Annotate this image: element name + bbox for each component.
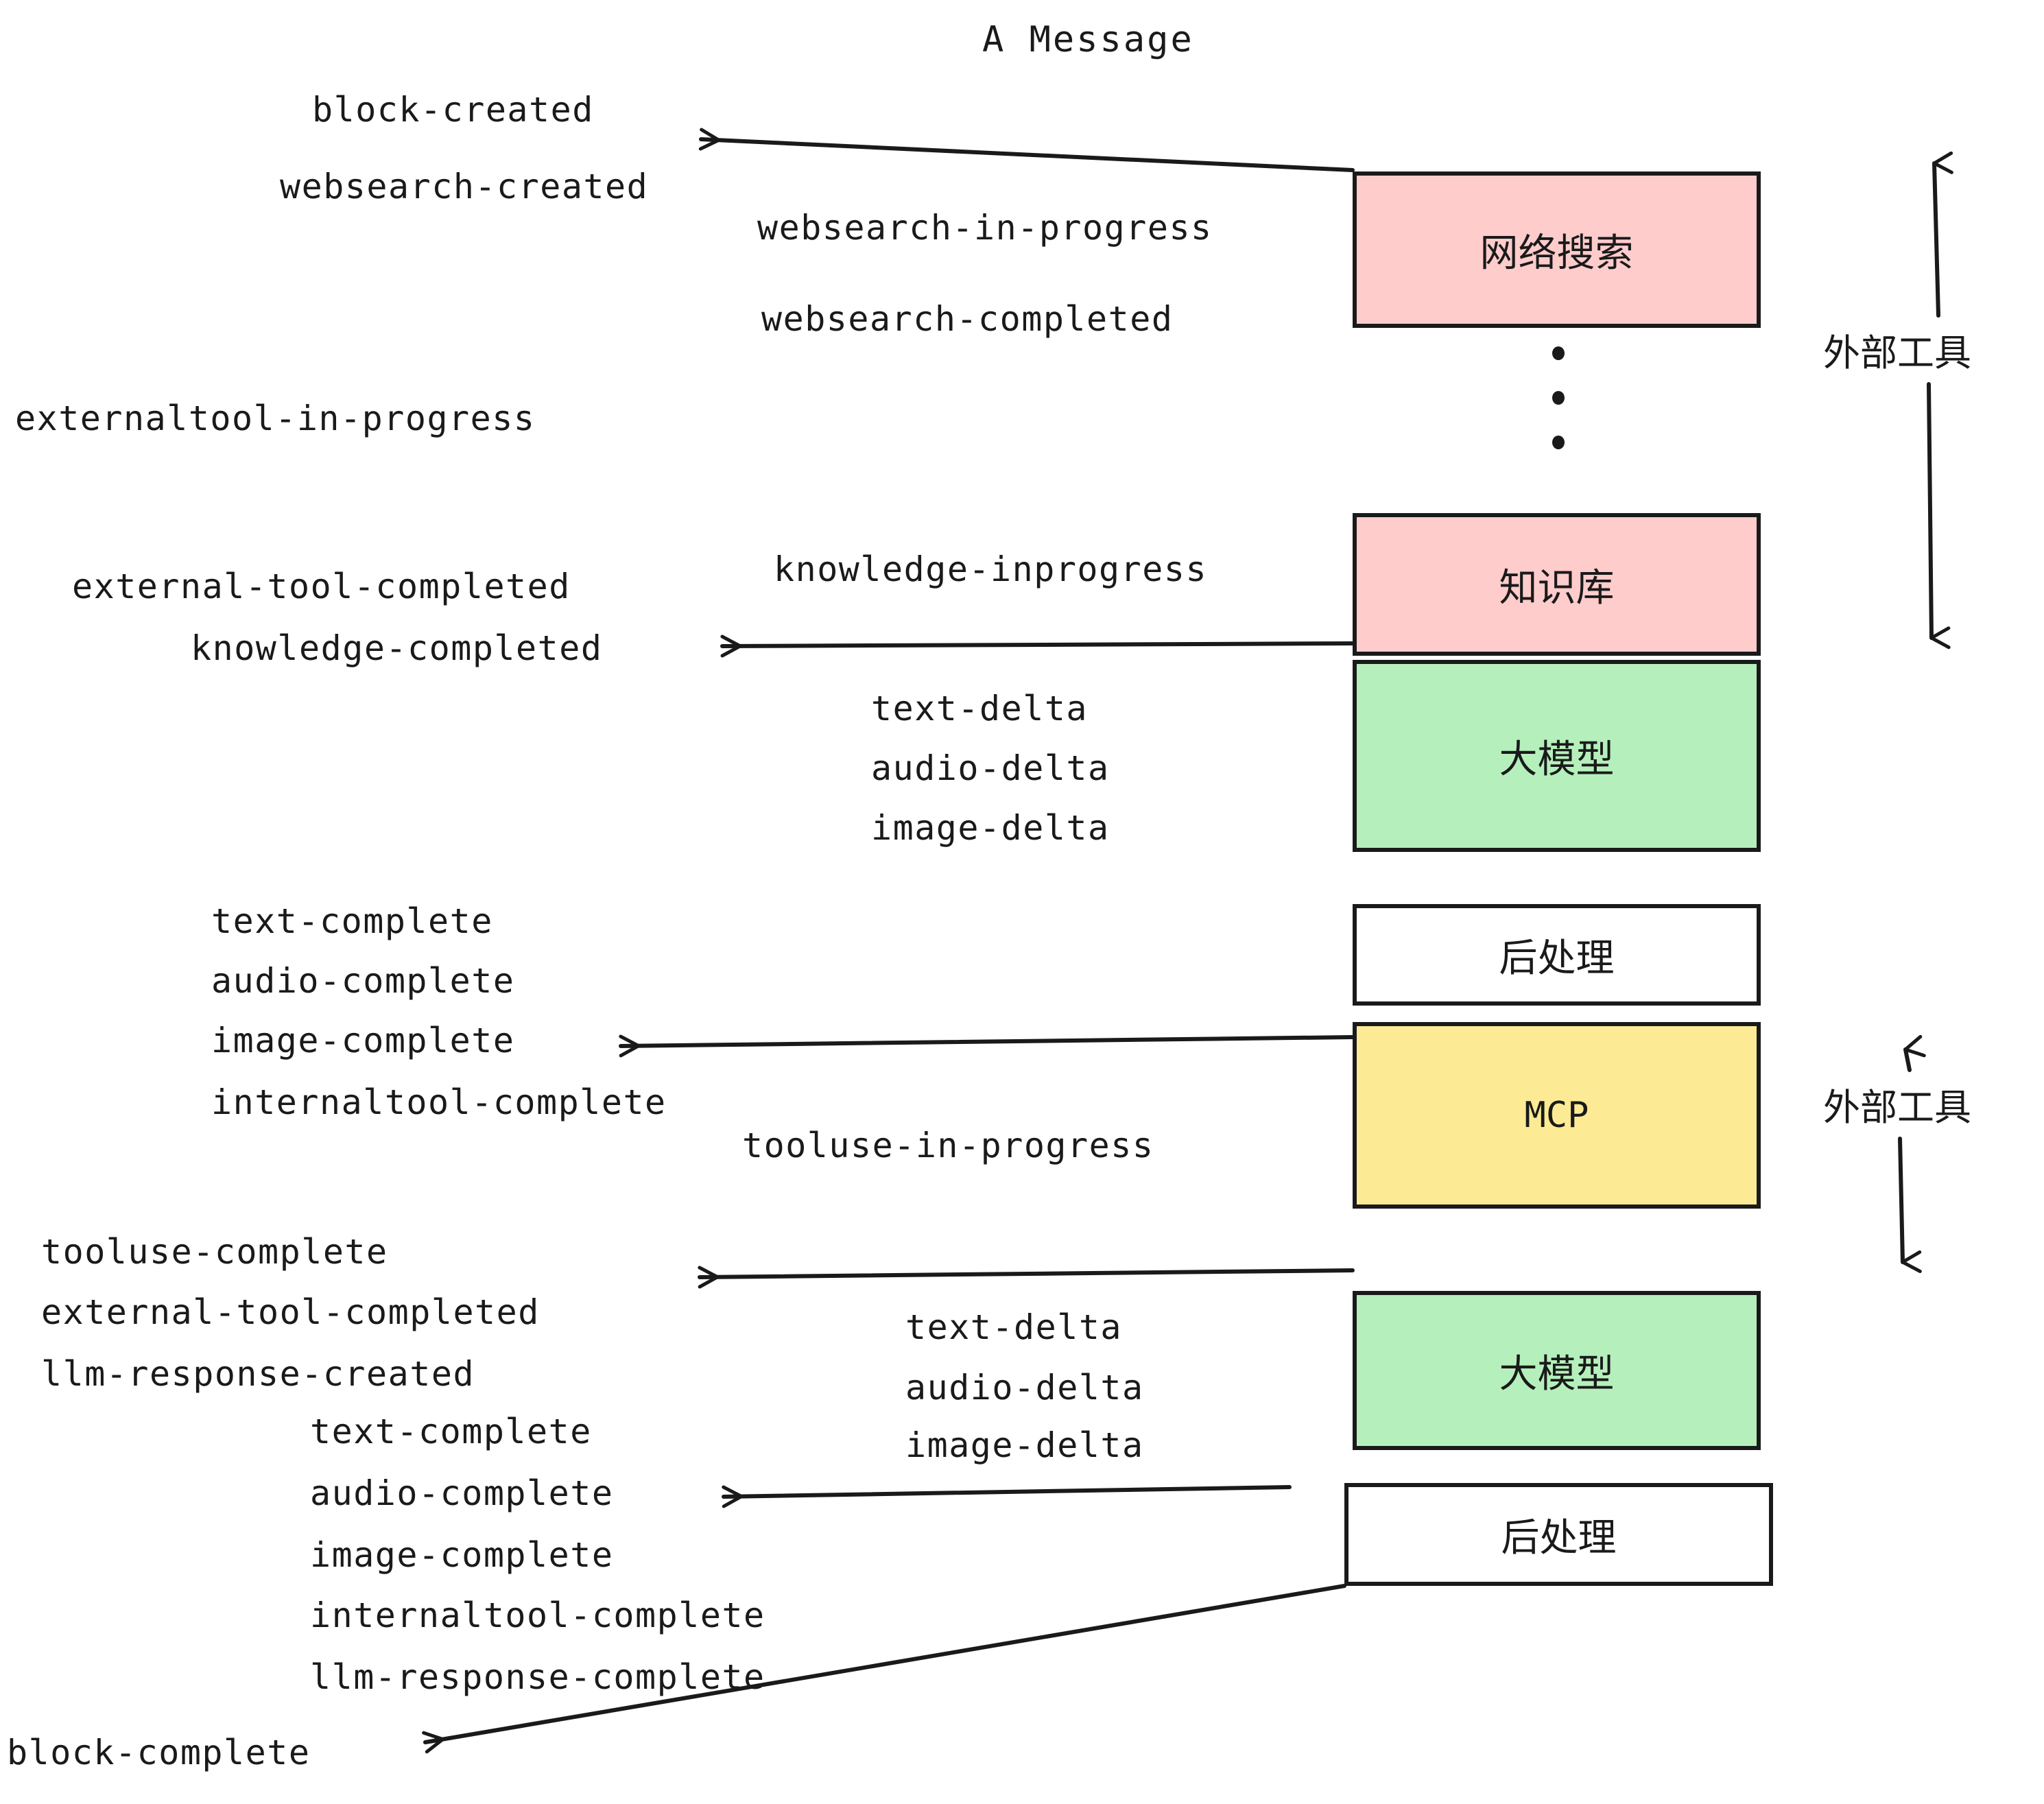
event-label-block-created: block-created: [312, 90, 594, 130]
event-label-image-complete-2: image-complete: [310, 1535, 614, 1575]
event-label-image-delta-2: image-delta: [905, 1425, 1144, 1465]
event-label-knowledge-completed: knowledge-completed: [191, 628, 603, 668]
event-label-internaltool-complete-1: internaltool-complete: [211, 1082, 667, 1122]
node-box-postprocess-1: 后处理: [1353, 904, 1761, 1006]
event-label-audio-delta-1: audio-delta: [871, 748, 1110, 788]
arrow-image-complete: [619, 1034, 1355, 1058]
event-label-text-delta-1: text-delta: [871, 689, 1089, 728]
node-box-mcp: MCP: [1353, 1022, 1761, 1209]
node-box-label: 后处理: [1499, 936, 1615, 981]
event-label-websearch-in-progress: websearch-in-progress: [757, 208, 1213, 248]
event-label-text-complete-2: text-complete: [310, 1412, 592, 1451]
external-tools-bottom-up-arrow: [1903, 1034, 1926, 1072]
node-box-label: 网络搜索: [1479, 230, 1634, 276]
external-tools-top-up-arrow: [1932, 151, 1953, 318]
node-box-label: 后处理: [1501, 1515, 1617, 1560]
event-label-audio-complete-1: audio-complete: [211, 961, 515, 1001]
ellipsis-dot: [1552, 436, 1565, 449]
event-label-knowledge-inprogress: knowledge-inprogress: [774, 549, 1208, 589]
event-label-audio-delta-2: audio-delta: [905, 1368, 1144, 1408]
event-label-text-delta-2: text-delta: [905, 1307, 1123, 1347]
node-box-knowledge: 知识库: [1353, 513, 1761, 656]
event-label-external-tool-completed-1: external-tool-completed: [72, 567, 571, 606]
node-box-websearch: 网络搜索: [1353, 171, 1761, 328]
event-label-tooluse-in-progress: tooluse-in-progress: [742, 1126, 1154, 1165]
node-box-label: 大模型: [1499, 737, 1615, 782]
side-label-external-tools-top: 外部工具: [1823, 331, 1971, 375]
event-label-internaltool-complete-2: internaltool-complete: [310, 1595, 765, 1635]
diagram-title: A Message: [982, 19, 1194, 60]
event-label-websearch-created: websearch-created: [280, 167, 649, 206]
event-label-externaltool-in-progress: externaltool-in-progress: [15, 399, 536, 438]
event-label-image-complete-1: image-complete: [211, 1021, 515, 1060]
node-box-label: MCP: [1524, 1095, 1589, 1136]
external-tools-bottom-down-arrow: [1898, 1137, 1922, 1273]
event-label-llm-response-complete: llm-response-complete: [310, 1657, 765, 1697]
arrow-tooluse-complete: [698, 1266, 1355, 1289]
arrow-audio-complete: [722, 1485, 1292, 1508]
event-label-tooluse-complete: tooluse-complete: [41, 1232, 388, 1272]
event-label-external-tool-completed-2: external-tool-completed: [41, 1292, 540, 1332]
external-tools-top-down-arrow: [1927, 382, 1951, 650]
node-box-postprocess-2: 后处理: [1344, 1483, 1773, 1586]
event-label-websearch-completed: websearch-completed: [761, 299, 1174, 339]
node-box-llm-1: 大模型: [1353, 660, 1761, 852]
event-label-block-complete: block-complete: [7, 1733, 311, 1772]
ellipsis-dot: [1552, 391, 1565, 405]
arrow-knowledge-done: [720, 634, 1355, 658]
node-box-label: 知识库: [1499, 565, 1615, 610]
event-label-text-complete-1: text-complete: [211, 901, 493, 941]
event-label-llm-response-created: llm-response-created: [41, 1354, 475, 1394]
ellipsis-dots: [1552, 346, 1565, 449]
ellipsis-dot: [1552, 346, 1565, 360]
event-label-image-delta-1: image-delta: [871, 808, 1110, 848]
node-box-label: 大模型: [1499, 1351, 1615, 1397]
node-box-llm-2: 大模型: [1353, 1291, 1761, 1450]
event-label-audio-complete-2: audio-complete: [310, 1473, 614, 1513]
arrow-block-created: [698, 128, 1355, 172]
side-label-external-tools-bottom: 外部工具: [1823, 1086, 1971, 1129]
